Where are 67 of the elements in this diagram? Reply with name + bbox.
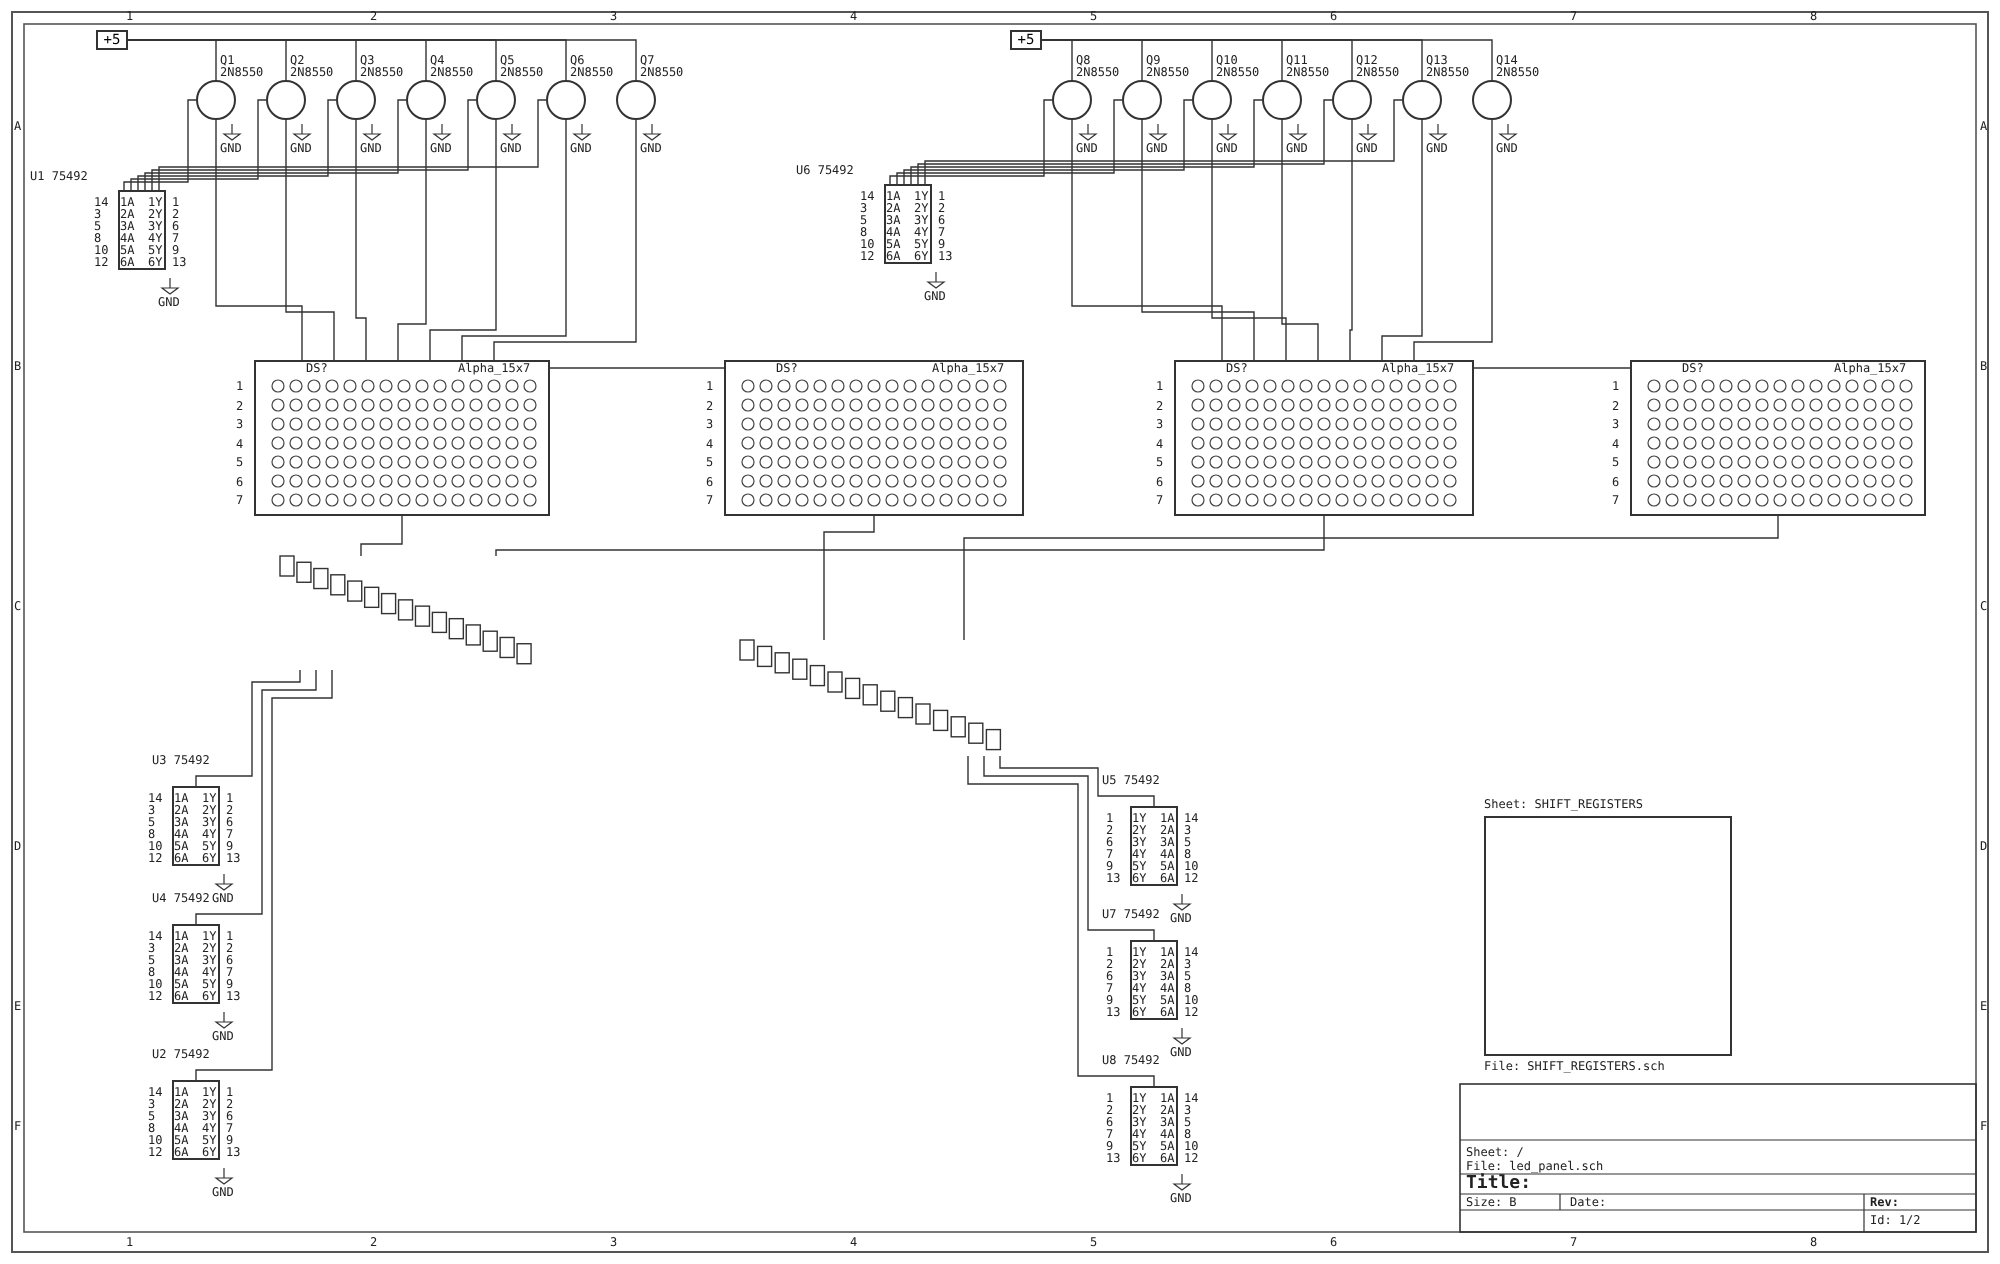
chip-body [1130, 806, 1178, 886]
led-matrix-display [724, 360, 1024, 516]
chip-body [118, 190, 166, 270]
wire [1281, 119, 1319, 361]
transistor-symbol [1402, 80, 1442, 120]
wire [137, 99, 337, 191]
wire [493, 119, 637, 361]
wire [910, 99, 1263, 185]
chip-body [1130, 1086, 1178, 1166]
transistor-symbol [1052, 80, 1092, 120]
wire [1141, 119, 1255, 361]
wire [151, 99, 477, 191]
wire [144, 99, 407, 191]
chip-body [172, 1080, 220, 1160]
chip-body [1130, 940, 1178, 1020]
wire [1211, 119, 1287, 361]
transistor-symbol [1332, 80, 1372, 120]
wire [215, 119, 303, 361]
wire [195, 669, 333, 1081]
transistor-symbol [1192, 80, 1232, 120]
wire [896, 99, 1123, 185]
chip-body [172, 924, 220, 1004]
wire [983, 755, 1155, 941]
transistor-symbol [336, 80, 376, 120]
wire [285, 119, 335, 361]
wire [917, 99, 1333, 185]
transistor-symbol [196, 80, 236, 120]
wire [967, 755, 1155, 1087]
transistor-symbol [1262, 80, 1302, 120]
led-matrix-display [254, 360, 550, 516]
transistor-symbol [1122, 80, 1162, 120]
transistor-symbol [476, 80, 516, 120]
wire [1041, 39, 1493, 81]
chip-body [172, 786, 220, 866]
wire [123, 99, 197, 191]
wire [549, 367, 725, 369]
led-matrix-display [1174, 360, 1474, 516]
wire [130, 99, 267, 191]
wire [1349, 119, 1353, 361]
wire [397, 119, 427, 361]
hierarchical-sheet [1484, 816, 1732, 1056]
transistor-symbol [546, 80, 586, 120]
wire [461, 119, 567, 361]
wire [903, 99, 1193, 185]
wire [889, 99, 1053, 185]
wire [360, 515, 403, 557]
wire [429, 119, 497, 361]
wire [355, 119, 367, 361]
chip-body [884, 184, 932, 264]
wire [999, 755, 1155, 807]
wire [1381, 119, 1423, 361]
title-field: Title: [1466, 1176, 1532, 1194]
led-matrix-display [1630, 360, 1926, 516]
wire [924, 99, 1403, 185]
wire [158, 99, 547, 191]
wire [195, 669, 301, 787]
wire [823, 515, 875, 641]
transistor-symbol [616, 80, 656, 120]
wire [195, 669, 317, 925]
wire [1413, 119, 1493, 361]
wire [495, 515, 1325, 557]
transistor-symbol [1472, 80, 1512, 120]
transistor-symbol [406, 80, 446, 120]
wire [963, 515, 1779, 641]
transistor-symbol [266, 80, 306, 120]
wire [1473, 367, 1631, 369]
wire [1071, 119, 1223, 361]
